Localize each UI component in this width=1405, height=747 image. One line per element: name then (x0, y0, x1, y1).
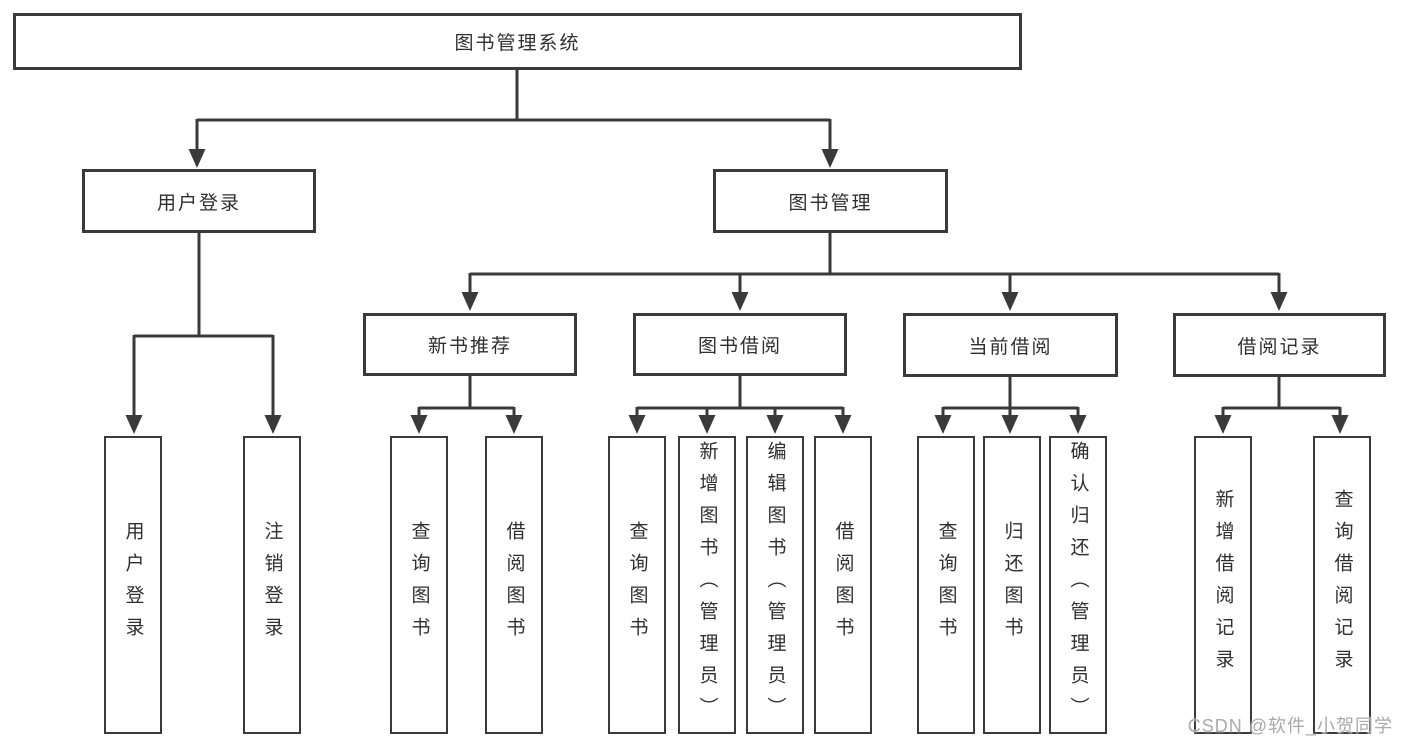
node-root-label: 图书管理系统 (454, 33, 581, 54)
node-new-book-recommend: 新书推荐 (363, 313, 577, 376)
node-borrowing-records: 借阅记录 (1173, 313, 1386, 377)
leaf-confirm-return-admin: 确认归还（管理员） (1049, 436, 1107, 734)
leaf-borrow-books-recommend-label: 借阅图书 (503, 521, 525, 649)
leaf-user-login-label: 用户登录 (122, 521, 144, 649)
node-current-borrowing: 当前借阅 (903, 313, 1118, 377)
leaf-query-books-current: 查询图书 (917, 436, 975, 734)
leaf-add-borrow-record-label: 新增借阅记录 (1212, 489, 1234, 681)
leaf-query-books-current-label: 查询图书 (935, 521, 957, 649)
leaf-query-borrow-record: 查询借阅记录 (1313, 436, 1371, 734)
node-root: 图书管理系统 (13, 13, 1022, 70)
leaf-borrow-books-recommend: 借阅图书 (485, 436, 543, 734)
node-user-login: 用户登录 (82, 169, 316, 233)
leaf-query-borrow-record-label: 查询借阅记录 (1331, 489, 1353, 681)
leaf-borrow-books-borrowing: 借阅图书 (814, 436, 872, 734)
leaf-logout: 注销登录 (243, 436, 301, 734)
node-new-book-recommend-label: 新书推荐 (427, 336, 512, 357)
leaf-return-books: 归还图书 (983, 436, 1041, 734)
leaf-return-books-label: 归还图书 (1001, 521, 1023, 649)
leaf-query-books-recommend: 查询图书 (390, 436, 448, 734)
node-current-borrowing-label: 当前借阅 (968, 336, 1053, 358)
node-book-management: 图书管理 (713, 169, 948, 233)
csdn-watermark: CSDN @软件_小贺同学 (1187, 716, 1393, 736)
leaf-edit-book-admin: 编辑图书（管理员） (746, 436, 804, 734)
node-book-borrowing-label: 图书借阅 (697, 336, 782, 357)
node-book-management-label: 图书管理 (788, 192, 873, 214)
leaf-confirm-return-admin-label: 确认归还（管理员） (1067, 441, 1089, 729)
leaf-add-borrow-record: 新增借阅记录 (1194, 436, 1252, 734)
node-user-login-label: 用户登录 (156, 192, 241, 214)
leaf-query-books-recommend-label: 查询图书 (408, 521, 430, 649)
leaf-borrow-books-borrowing-label: 借阅图书 (832, 521, 854, 649)
leaf-query-books-borrowing-label: 查询图书 (626, 521, 648, 649)
leaf-add-book-admin: 新增图书（管理员） (678, 436, 736, 734)
node-book-borrowing: 图书借阅 (633, 313, 847, 376)
leaf-query-books-borrowing: 查询图书 (608, 436, 666, 734)
leaf-add-book-admin-label: 新增图书（管理员） (696, 441, 718, 729)
leaf-logout-label: 注销登录 (261, 521, 283, 649)
node-borrowing-records-label: 借阅记录 (1237, 336, 1322, 358)
leaf-user-login: 用户登录 (104, 436, 162, 734)
leaf-edit-book-admin-label: 编辑图书（管理员） (764, 441, 786, 729)
